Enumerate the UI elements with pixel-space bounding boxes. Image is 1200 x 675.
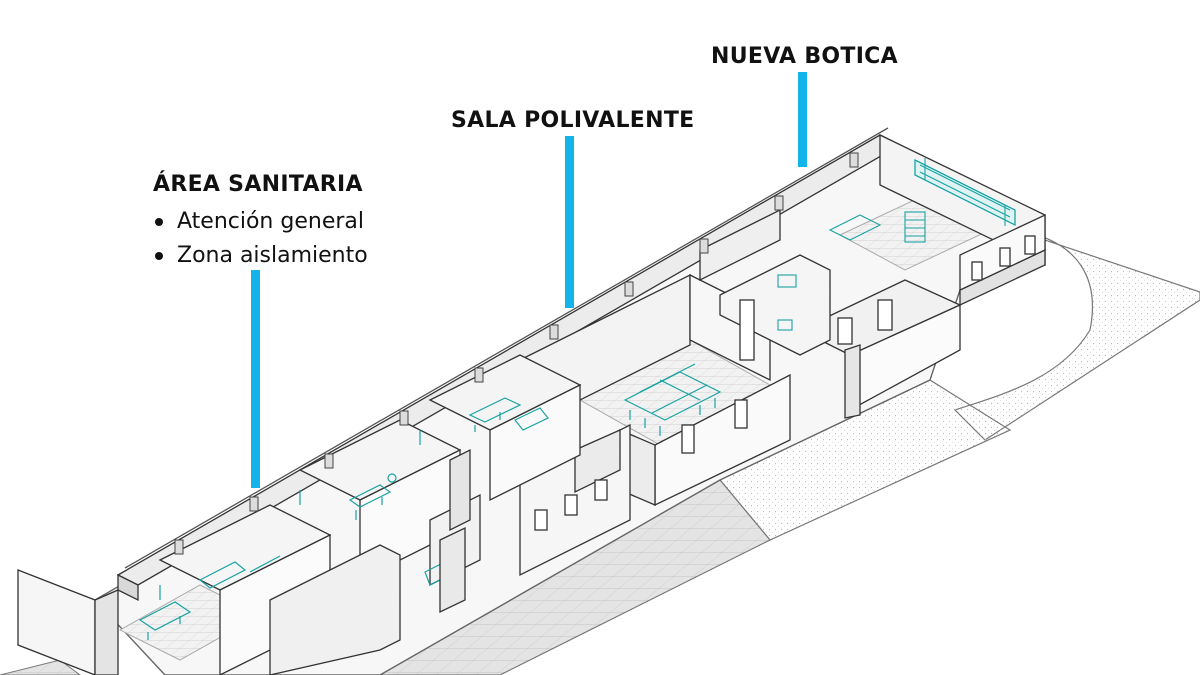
bullet-atencion-general: Atención general xyxy=(153,205,368,239)
label-area-sanitaria-title: ÁREA SANITARIA xyxy=(153,172,363,197)
leader-line-nueva-botica xyxy=(798,72,807,167)
botica-block xyxy=(828,133,1046,307)
leader-line-area-sanitaria xyxy=(251,270,260,488)
label-sala-polivalente: SALA POLIVALENTE xyxy=(451,108,695,133)
parapet-pilasters xyxy=(174,152,859,555)
area-sanitaria-rooms xyxy=(138,354,582,675)
label-area-sanitaria: ÁREA SANITARIA Atención general Zona ais… xyxy=(153,172,368,273)
leader-line-sala-polivalente xyxy=(565,136,574,308)
middle-rooms xyxy=(519,208,831,577)
bullet-zona-aislamiento: Zona aislamiento xyxy=(153,239,368,273)
exterior-plaza xyxy=(0,229,1200,675)
label-nueva-botica: NUEVA BOTICA xyxy=(711,44,898,69)
area-sanitaria-bullet-list: Atención general Zona aislamiento xyxy=(153,205,368,273)
left-end-wall xyxy=(17,569,119,675)
entrance-portico xyxy=(798,279,962,419)
